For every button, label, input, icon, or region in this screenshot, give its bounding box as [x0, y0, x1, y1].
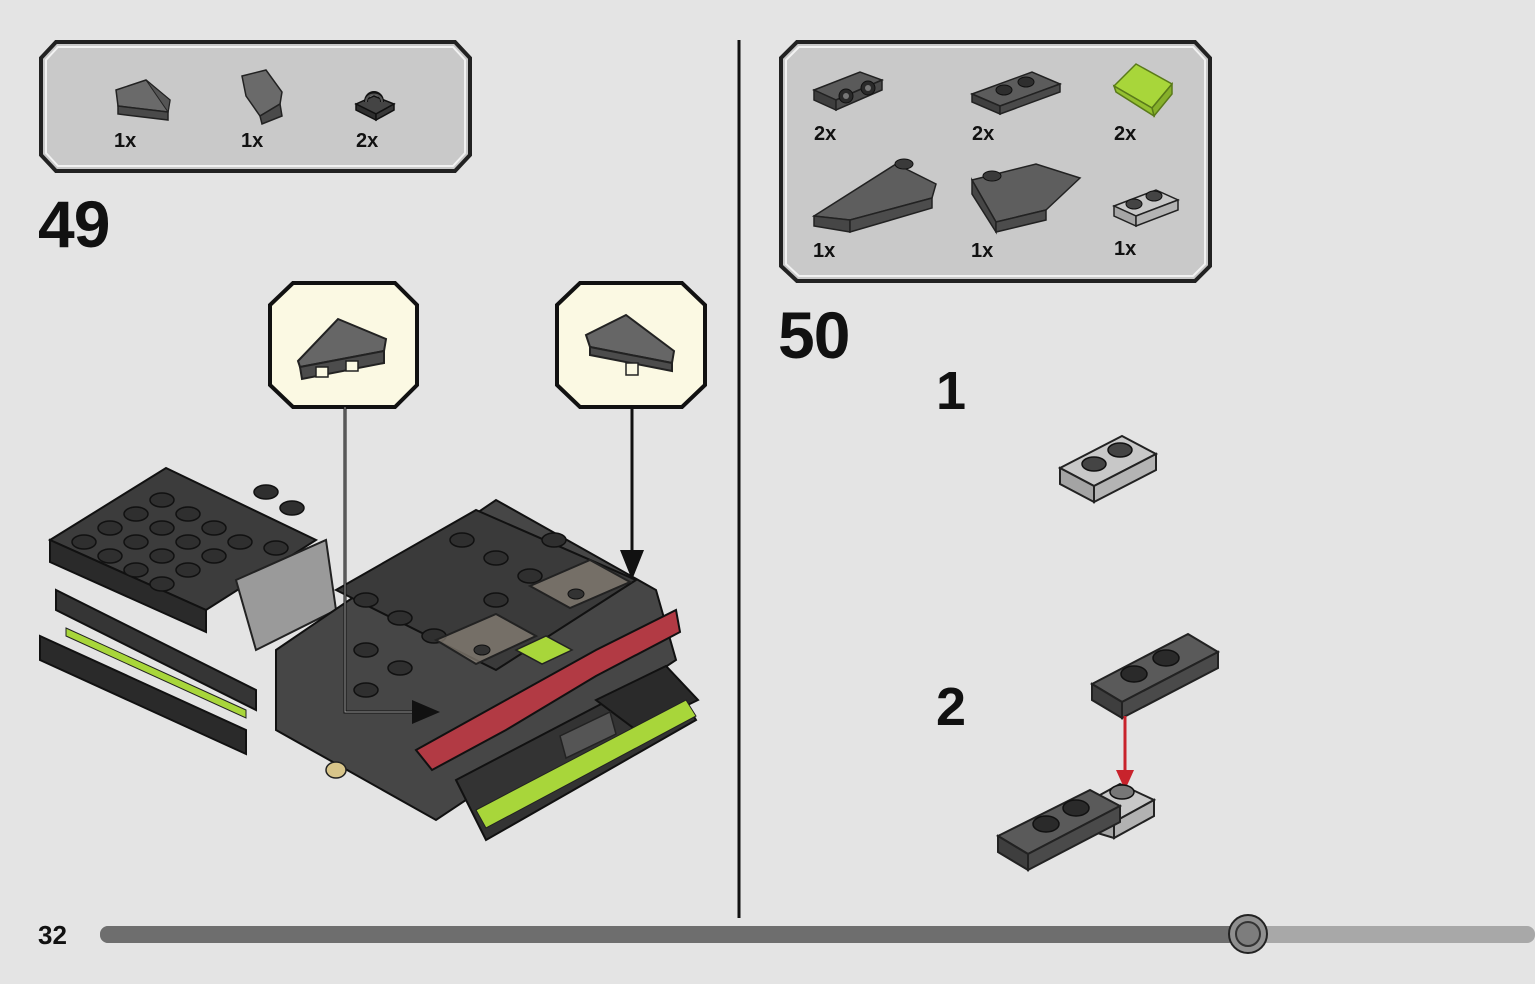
part-qty: 1x	[241, 130, 264, 152]
step-number: 50	[778, 298, 850, 372]
progress-knob[interactable]	[1228, 914, 1268, 954]
part-qty: 1x	[813, 240, 836, 262]
substep-number: 1	[936, 361, 967, 421]
plate-1x2-light-icon	[1057, 434, 1159, 504]
part-qty: 2x	[972, 123, 995, 145]
step-number: 49	[38, 187, 110, 261]
part-qty: 1x	[114, 130, 137, 152]
part-qty: 2x	[356, 130, 379, 152]
plate-1x2-dark-icon	[1089, 632, 1221, 720]
wedge-left-icon	[811, 158, 937, 234]
plate-1x2-dark-icon	[969, 71, 1063, 116]
car-model-illustration	[39, 466, 700, 842]
progress-bar	[100, 926, 1535, 943]
clip-plate-icon	[354, 91, 396, 122]
part-qty: 2x	[814, 123, 837, 145]
curved-slope-right-icon	[241, 69, 283, 126]
part-qty: 1x	[971, 240, 994, 262]
lime-slope-icon	[1112, 63, 1174, 118]
curved-slope-left-icon	[115, 79, 171, 121]
plate-assembly-icon	[995, 782, 1157, 872]
curved-slope-icon	[584, 313, 676, 376]
down-arrow-icon	[1116, 716, 1134, 790]
plate-1x2-light-icon	[1112, 189, 1180, 228]
wedge-right-icon	[970, 163, 1082, 235]
part-qty: 1x	[1114, 238, 1137, 260]
plate-with-pins-icon	[812, 71, 885, 112]
substep-number: 2	[936, 677, 967, 737]
page-number: 32	[38, 920, 67, 950]
part-qty: 2x	[1114, 123, 1137, 145]
curved-slope-icon	[296, 317, 388, 381]
